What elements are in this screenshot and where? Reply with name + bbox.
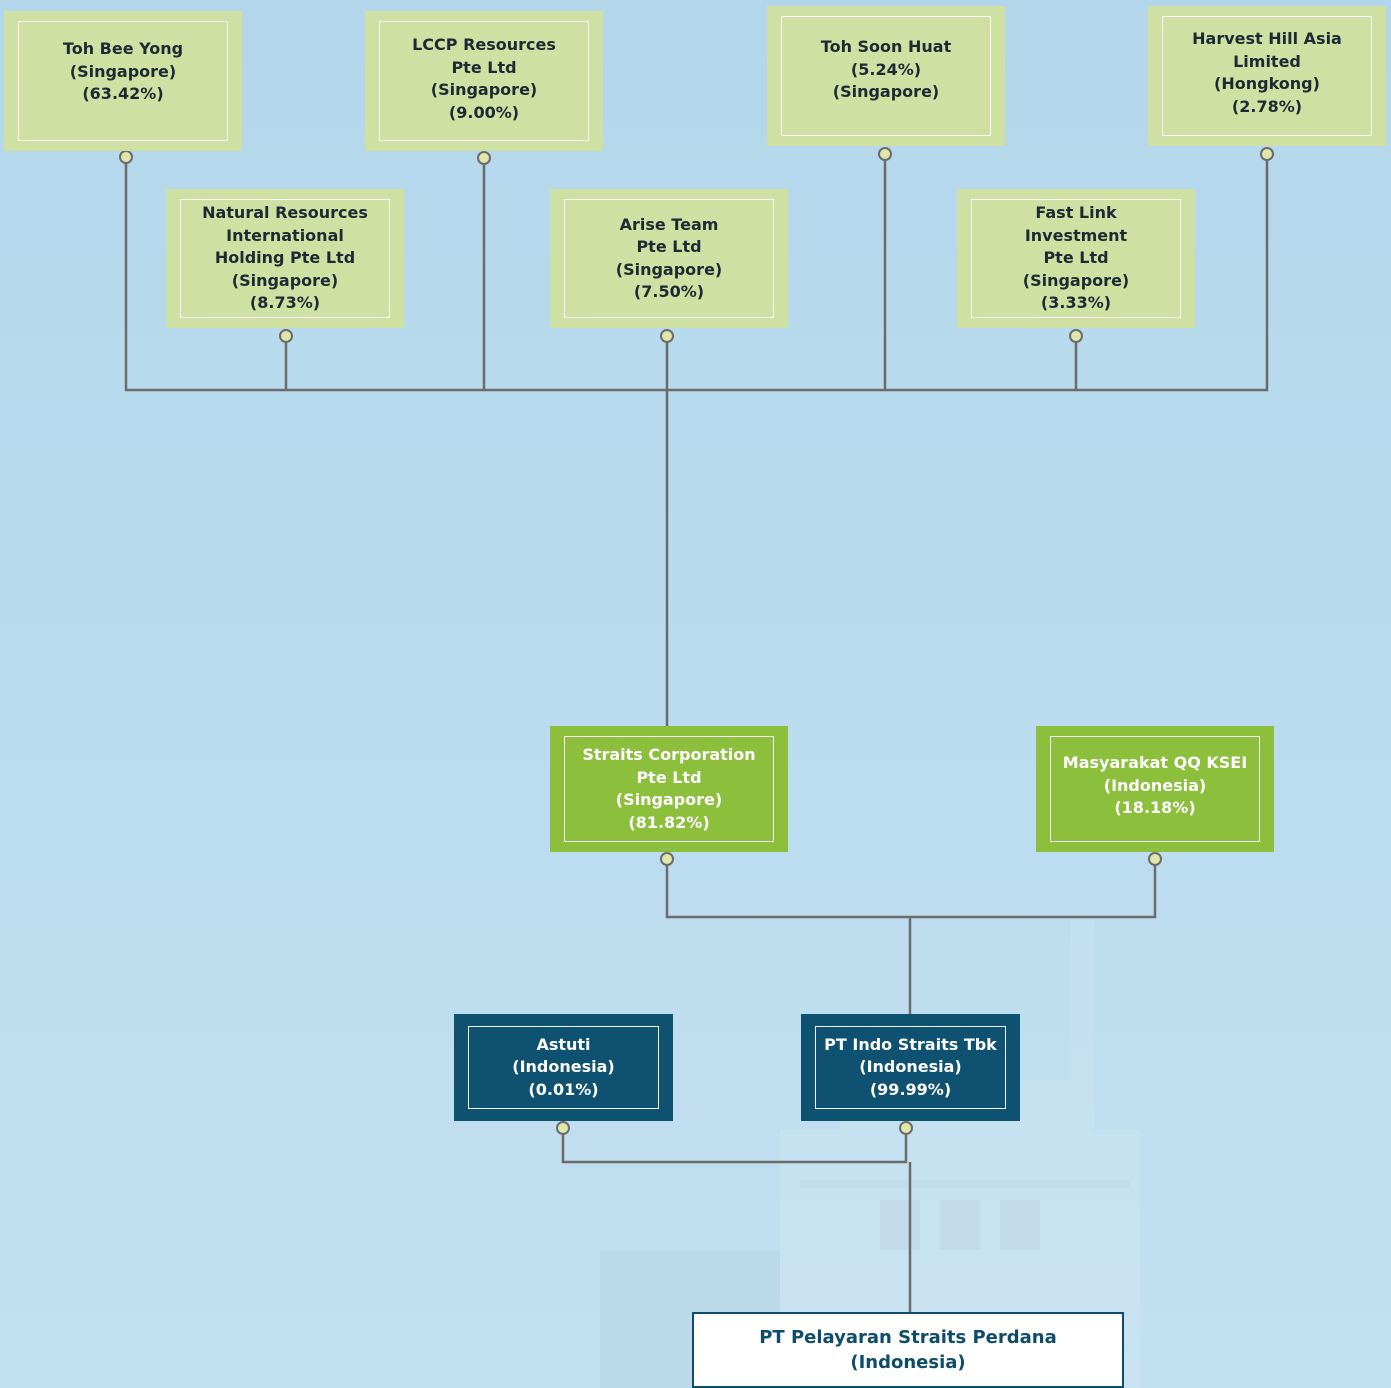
entity-country: (Singapore) bbox=[69, 61, 177, 81]
entity-name: International bbox=[226, 225, 344, 245]
entity-name: Harvest Hill Asia bbox=[1192, 29, 1342, 48]
shareholder-arise-team: Arise Team Pte Ltd (Singapore) (7.50%) bbox=[550, 189, 788, 328]
shareholder-harvest-hill: Harvest Hill Asia Limited (Hongkong) (2.… bbox=[1148, 6, 1386, 146]
entity-name: Pte Ltd bbox=[636, 767, 702, 787]
entity-pt-indo-straits: PT Indo Straits Tbk (Indonesia) (99.99%) bbox=[801, 1014, 1020, 1121]
entity-name: PT Pelayaran Straits Perdana bbox=[759, 1327, 1057, 1348]
entity-percentage: (2.78%) bbox=[1231, 96, 1303, 116]
entity-name: Pte Ltd bbox=[1043, 248, 1109, 268]
entity-name: Holding Pte Ltd bbox=[214, 248, 356, 268]
entity-name: Toh Soon Huat bbox=[820, 37, 952, 57]
entity-percentage: (8.73%) bbox=[249, 293, 321, 313]
entity-country: (Singapore) bbox=[430, 80, 538, 99]
entity-pt-pelayaran: PT Pelayaran Straits Perdana (Indonesia) bbox=[692, 1312, 1124, 1388]
entity-name: Pte Ltd bbox=[636, 237, 702, 256]
entity-percentage: (3.33%) bbox=[1040, 293, 1112, 313]
entity-percentage: (63.42%) bbox=[82, 84, 164, 104]
entity-masyarakat: Masyarakat QQ KSEI (Indonesia) (18.18%) bbox=[1036, 726, 1274, 852]
shareholder-toh-bee-yong: Toh Bee Yong (Singapore) (63.42%) bbox=[4, 11, 242, 151]
entity-percentage: (0.01%) bbox=[528, 1079, 599, 1099]
entity-name: Limited bbox=[1233, 51, 1301, 71]
entity-country: (Singapore) bbox=[615, 790, 723, 809]
entity-country: (Indonesia) bbox=[1103, 775, 1207, 795]
entity-country: (Indonesia) bbox=[512, 1057, 615, 1077]
entity-name: LCCP Resources bbox=[412, 35, 556, 54]
entity-country: (Singapore) bbox=[1022, 270, 1130, 290]
entity-percentage: (18.18%) bbox=[1114, 798, 1196, 818]
shareholder-fast-link: Fast Link Investment Pte Ltd (Singapore)… bbox=[957, 189, 1195, 328]
entity-name: PT Indo Straits Tbk bbox=[824, 1034, 997, 1054]
entity-straits-corporation: Straits Corporation Pte Ltd (Singapore) … bbox=[550, 726, 788, 852]
shareholder-lccp-resources: LCCP Resources Pte Ltd (Singapore) (9.00… bbox=[365, 11, 603, 151]
shareholder-toh-soon-huat: Toh Soon Huat (5.24%) (Singapore) bbox=[767, 6, 1005, 146]
entity-name: Pte Ltd bbox=[451, 57, 517, 77]
entity-percentage: (7.50%) bbox=[633, 282, 705, 301]
entity-percentage: (5.24%) bbox=[850, 59, 922, 79]
entity-name: Masyarakat QQ KSEI bbox=[1062, 753, 1248, 773]
entity-percentage: (81.82%) bbox=[628, 812, 710, 832]
entity-name: Arise Team bbox=[619, 214, 719, 234]
entity-country: (Indonesia) bbox=[859, 1057, 962, 1077]
entity-country: (Singapore) bbox=[832, 82, 940, 102]
entity-name: Natural Resources bbox=[202, 203, 368, 223]
entity-country: (Singapore) bbox=[615, 259, 723, 279]
shareholder-natural-resources: Natural Resources International Holding … bbox=[166, 189, 404, 328]
entity-country: (Singapore) bbox=[231, 270, 339, 290]
entity-name: Fast Link bbox=[1035, 203, 1117, 223]
entity-astuti: Astuti (Indonesia) (0.01%) bbox=[454, 1014, 673, 1121]
entity-percentage: (9.00%) bbox=[448, 102, 520, 122]
entity-name: Astuti bbox=[536, 1034, 591, 1054]
entity-name: Investment bbox=[1024, 225, 1128, 245]
entity-percentage: (99.99%) bbox=[869, 1079, 952, 1099]
entity-country: (Hongkong) bbox=[1214, 74, 1320, 93]
entity-name: Toh Bee Yong bbox=[62, 39, 184, 59]
entity-country: (Indonesia) bbox=[850, 1352, 966, 1373]
entity-name: Straits Corporation bbox=[582, 745, 756, 764]
